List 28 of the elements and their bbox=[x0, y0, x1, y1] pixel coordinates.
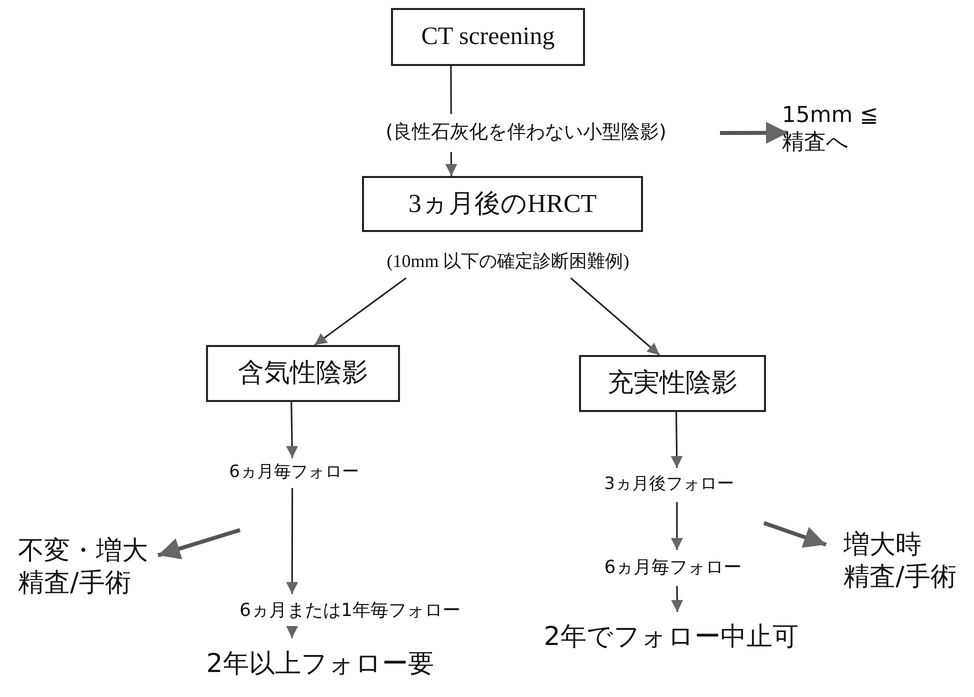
step-text: 増大時精査/手術 bbox=[844, 528, 956, 594]
arrow bbox=[157, 528, 241, 560]
arrow bbox=[570, 277, 660, 356]
process-box: 充実性陰影 bbox=[579, 355, 766, 412]
arrow bbox=[670, 412, 683, 468]
arrow bbox=[286, 402, 298, 458]
step-text: (10mm 以下の確定診断困難例) bbox=[386, 250, 630, 272]
step-text: (良性石灰化を伴わない小型陰影) bbox=[386, 121, 666, 145]
step-text: 不変・増大精査/手術 bbox=[18, 534, 148, 600]
arrow bbox=[671, 586, 684, 612]
connector-line bbox=[450, 66, 452, 114]
process-box: CT screening bbox=[391, 8, 585, 66]
arrow bbox=[286, 626, 298, 638]
step-text: 2年以上フォロー要 bbox=[206, 648, 434, 680]
step-text: 6ヵ月毎フォロー bbox=[604, 556, 742, 580]
arrow bbox=[286, 488, 298, 594]
step-text: 3ヵ月後フォロー bbox=[604, 474, 734, 496]
arrow bbox=[720, 122, 788, 144]
arrow bbox=[763, 521, 827, 548]
arrow bbox=[314, 277, 407, 346]
process-box: 含気性陰影 bbox=[206, 345, 400, 402]
step-text: 2年でフォロー中止可 bbox=[544, 620, 798, 654]
arrow bbox=[670, 502, 683, 550]
step-text: 6ヵ月または1年毎フォロー bbox=[240, 600, 460, 622]
process-box: 3ヵ月後のHRCT bbox=[362, 176, 643, 232]
step-text: 6ヵ月毎フォロー bbox=[229, 462, 359, 484]
arrow bbox=[445, 152, 458, 176]
step-text: 15mm ≦精査へ bbox=[782, 102, 878, 156]
